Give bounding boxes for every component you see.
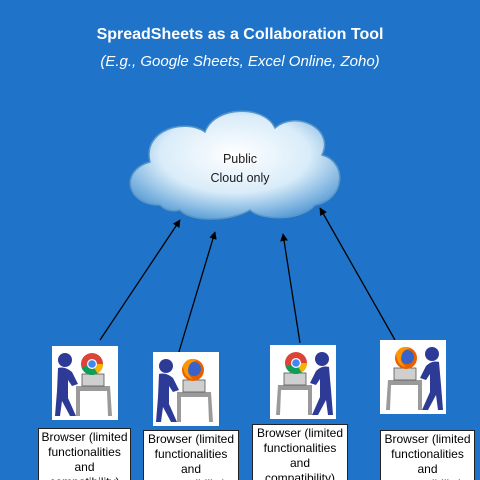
user-figure-icon: [156, 359, 179, 422]
firefox-icon: [182, 358, 204, 381]
user-at-computer-image: [153, 352, 219, 426]
browser-label-1: Browser (limited functionalities and com…: [38, 428, 131, 480]
browser-label-4: Browser (limited functionalities and com…: [380, 430, 475, 480]
firefox-icon: [395, 346, 417, 369]
user-figure-icon: [55, 353, 78, 416]
cloud-label-line-2: Cloud only: [210, 171, 270, 185]
arrow-client-2: [177, 231, 217, 356]
chrome-icon: [81, 353, 103, 376]
user-at-computer-image: [380, 340, 446, 414]
browser-label-3: Browser (limited functionalities and com…: [252, 424, 348, 480]
arrow-client-1: [99, 219, 181, 341]
user-figure-icon: [310, 352, 333, 415]
user-figure-icon: [420, 347, 443, 410]
user-at-computer-image: [52, 346, 118, 420]
arrow-client-4: [319, 207, 396, 341]
slide-subtitle: (E.g., Google Sheets, Excel Online, Zoho…: [100, 53, 380, 70]
browser-label-2: Browser (limited functionalities and com…: [143, 430, 239, 480]
cloud-label-line-1: Public: [222, 152, 258, 166]
arrow-client-3: [280, 233, 301, 344]
public-cloud-shape: [129, 110, 341, 220]
slide-title: SpreadSheets as a Collaboration Tool: [96, 26, 384, 43]
user-at-computer-image: [270, 345, 336, 419]
cloud-label: Public Cloud only: [200, 150, 280, 188]
chrome-icon: [285, 352, 307, 375]
